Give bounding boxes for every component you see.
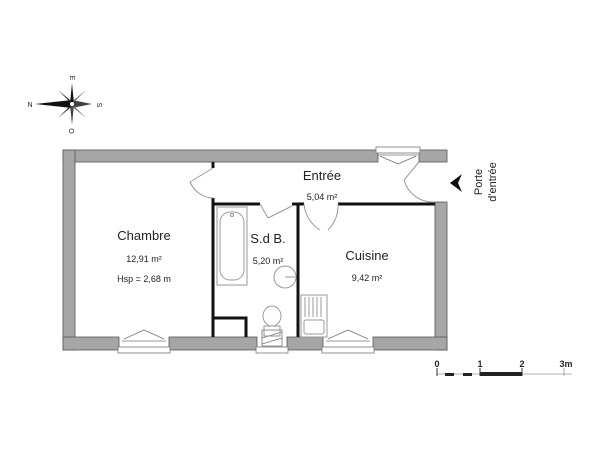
compass-rose-icon: N E S O — [27, 76, 102, 135]
scale-tick-2: 2 — [519, 359, 524, 369]
room-name: S.d B. — [250, 231, 285, 246]
sink-icon — [273, 265, 297, 289]
window-bottom-cuisine — [321, 329, 375, 354]
room-area: 5,04 m² — [307, 192, 338, 202]
window-top — [375, 146, 421, 165]
window-bottom-chambre — [117, 329, 171, 354]
room-name: Entrée — [303, 168, 341, 183]
entrance-line1: Porte — [473, 169, 485, 195]
entrance-line2: d'entrée — [487, 162, 499, 201]
scale-bar: 0 1 2 3m — [434, 359, 573, 376]
compass-south-label: S — [95, 103, 102, 108]
room-name: Cuisine — [345, 248, 388, 263]
room-area: 12,91 m² — [126, 254, 162, 264]
room-cuisine: Cuisine 9,42 m² — [345, 248, 388, 283]
interior-partitions — [211, 162, 435, 337]
window-bottom-sdb — [255, 329, 289, 354]
entrance-label: Porte d'entrée — [473, 162, 499, 201]
scale-tick-3: 3m — [559, 359, 572, 369]
room-sdb: S.d B. 5,20 m² — [250, 231, 285, 266]
ceiling-height: Hsp = 2,68 m — [117, 274, 171, 284]
room-name: Chambre — [117, 228, 170, 243]
room-area: 5,20 m² — [253, 256, 284, 266]
room-area: 9,42 m² — [352, 273, 383, 283]
doors — [189, 161, 436, 231]
compass-north-label: N — [27, 102, 32, 109]
exterior-walls — [62, 149, 448, 351]
toilet-icon — [262, 305, 282, 337]
entrance-arrow-icon — [450, 174, 462, 192]
scale-tick-0: 0 — [434, 359, 439, 369]
kitchen-counter-icon — [300, 294, 328, 338]
compass-west-label: O — [67, 128, 74, 134]
room-entree: Entrée 5,04 m² — [303, 168, 341, 202]
bathtub-icon — [216, 206, 248, 286]
compass-east-label: E — [68, 76, 75, 81]
room-chambre: Chambre 12,91 m² Hsp = 2,68 m — [117, 228, 171, 284]
scale-tick-1: 1 — [477, 359, 482, 369]
